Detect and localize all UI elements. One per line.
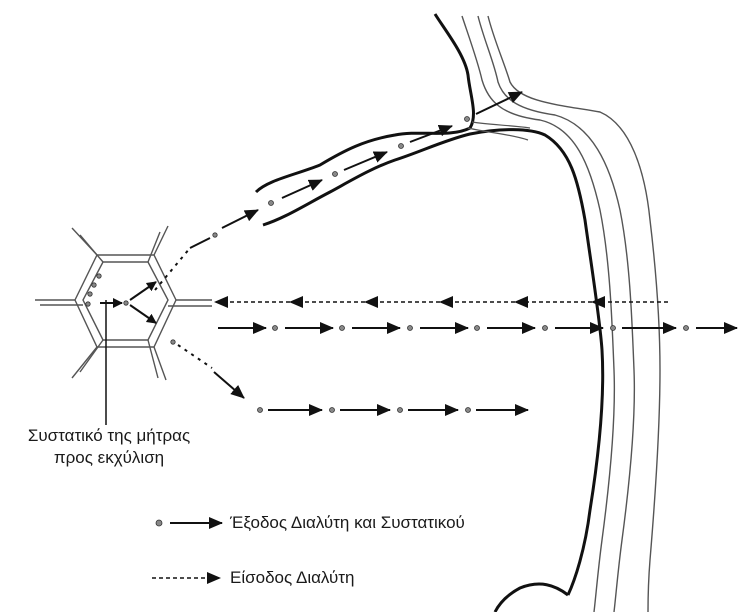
matrix-label-line1: Συστατικό της μήτρας [4, 425, 214, 447]
legend-solvent-entry-label: Είσοδος Διαλύτη [230, 567, 354, 589]
lower-diagonal-dotted [178, 345, 244, 398]
upper-diagonal-arrows [222, 92, 522, 228]
matrix-component-label: Συστατικό της μήτρας προς εκχύλιση [4, 425, 214, 469]
matrix-label-line2: προς εκχύλιση [4, 447, 214, 469]
legend-solvent-component-exit-label: Έξοδος Διαλύτη και Συστατικού [230, 512, 465, 534]
upper-diagonal-dotted [155, 238, 210, 290]
legend-solid-symbol [156, 520, 222, 526]
